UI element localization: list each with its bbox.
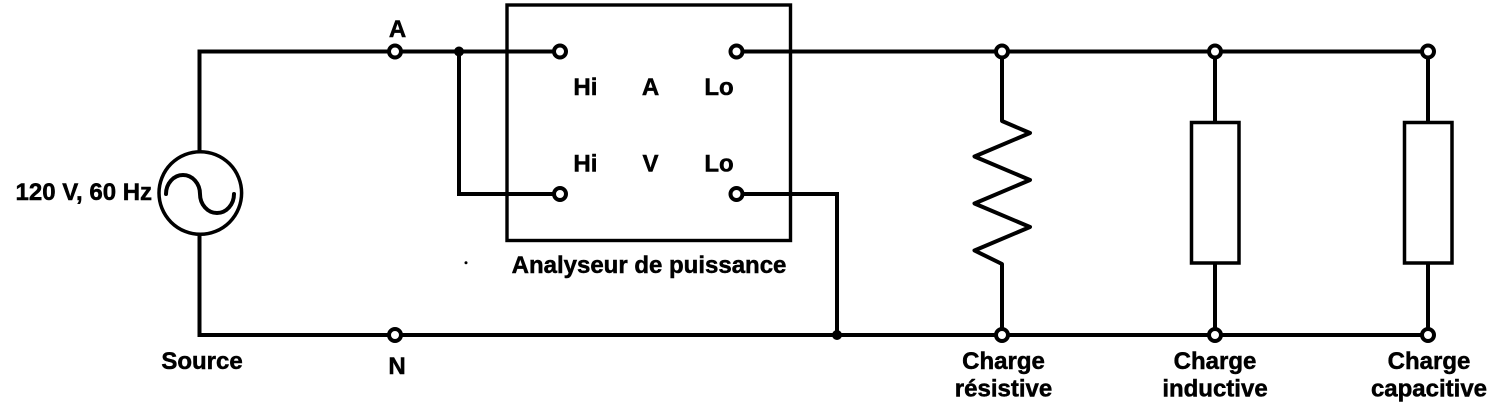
svg-text:N: N <box>388 353 405 380</box>
svg-text:Lo: Lo <box>704 74 733 101</box>
svg-text:Charge: Charge <box>1388 348 1471 375</box>
svg-text:120 V, 60 Hz: 120 V, 60 Hz <box>16 179 153 206</box>
svg-text:Source: Source <box>161 348 242 375</box>
svg-text:V: V <box>642 151 658 178</box>
svg-text:Charge: Charge <box>1174 348 1257 375</box>
svg-text:A: A <box>642 74 659 101</box>
svg-text:A: A <box>389 16 406 43</box>
svg-text:inductive: inductive <box>1162 376 1267 403</box>
svg-text:Charge: Charge <box>962 348 1045 375</box>
svg-text:Analyseur de puissance: Analyseur de puissance <box>512 252 787 279</box>
svg-text:Hi: Hi <box>573 151 597 178</box>
svg-text:Lo: Lo <box>704 151 733 178</box>
svg-text:Hi: Hi <box>573 74 597 101</box>
svg-text:résistive: résistive <box>955 376 1052 403</box>
svg-text:capacitive: capacitive <box>1371 376 1487 403</box>
